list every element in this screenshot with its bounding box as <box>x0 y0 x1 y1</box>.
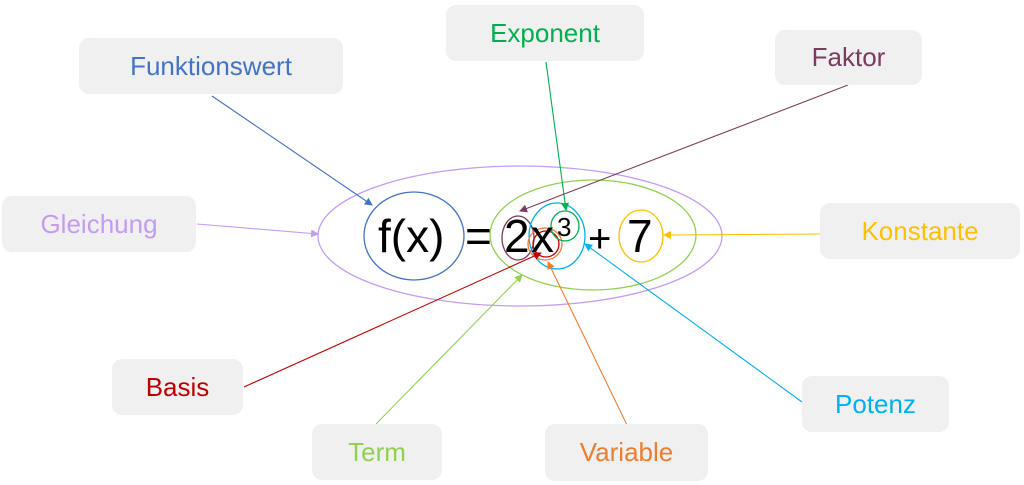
variable-circle <box>527 227 563 261</box>
basis-arrow <box>243 252 542 388</box>
exponent-arrow <box>545 61 570 211</box>
label-exponent: Exponent <box>446 5 644 61</box>
formula-factor: 2 <box>504 210 530 262</box>
label-konstante: Konstante <box>820 203 1020 259</box>
term-arrow <box>375 274 523 425</box>
label-basis: Basis <box>112 359 243 415</box>
label-variable: Variable <box>545 424 708 481</box>
exponent-circle <box>550 210 580 242</box>
potenz-ellipse <box>528 202 586 270</box>
basis-circle <box>532 230 560 258</box>
formula-exponent: 3 <box>557 212 571 242</box>
funktionswert-circle <box>363 191 465 281</box>
faktor-arrow <box>519 84 849 213</box>
funktionswert-arrow <box>211 95 373 206</box>
label-funktionswert: Funktionswert <box>79 38 343 94</box>
konstante-arrow <box>663 230 821 239</box>
formula-equals: = <box>465 210 492 262</box>
formula-variable: x <box>531 210 554 262</box>
label-potenz: Potenz <box>802 376 949 432</box>
potenz-arrow <box>584 243 803 403</box>
label-faktor: Faktor <box>775 30 922 85</box>
formula-lhs: f(x) <box>378 210 444 262</box>
label-gleichung: Gleichung <box>2 196 196 252</box>
konstante-circle <box>618 209 664 263</box>
label-term: Term <box>312 424 442 480</box>
gleichung-arrow <box>196 223 319 238</box>
formula-constant: 7 <box>627 210 653 262</box>
variable-arrow <box>547 261 628 426</box>
